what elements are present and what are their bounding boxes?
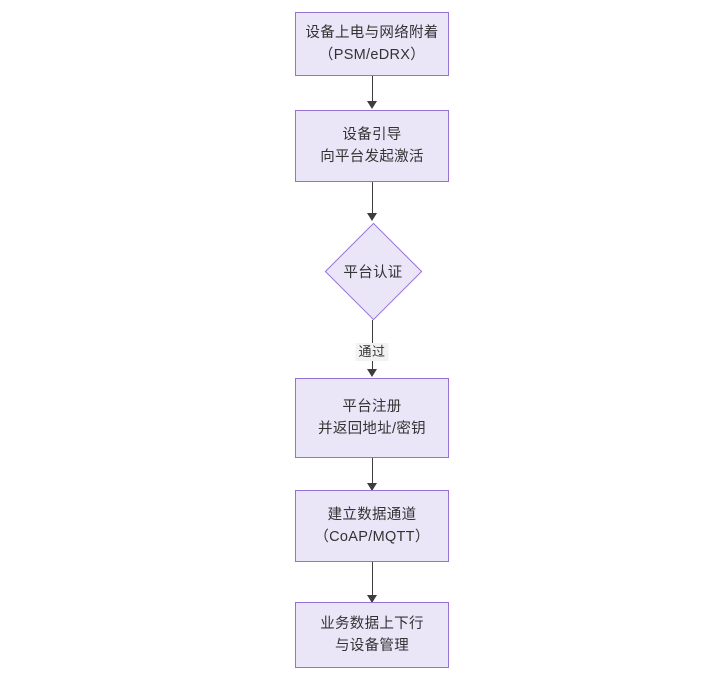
node-power-on-line-1: 设备上电与网络附着 [305, 24, 439, 41]
edge-channel-to-service [371, 562, 373, 602]
node-bootstrap[interactable]: 设备引导 向平台发起激活 [295, 110, 449, 182]
node-data-channel[interactable]: 建立数据通道 （CoAP/MQTT） [295, 490, 449, 562]
edge-register-to-channel [371, 458, 373, 490]
node-data-channel-line-1: 建立数据通道 [327, 506, 417, 523]
node-platform-register-line-2: 并返回地址/密钥 [318, 421, 426, 437]
edge-power-on-to-bootstrap [371, 76, 373, 102]
arrowhead-channel-to-service [367, 595, 377, 603]
node-power-on-line-2: （PSM/eDRX） [318, 47, 426, 63]
node-platform-auth-label: 平台认证 [343, 264, 403, 281]
node-power-on[interactable]: 设备上电与网络附着 （PSM/eDRX） [295, 12, 449, 76]
edge-bootstrap-to-auth [371, 182, 373, 216]
arrowhead-auth-to-register [367, 369, 377, 377]
node-bootstrap-line-2: 向平台发起激活 [320, 149, 424, 165]
node-service-data-line-2: 与设备管理 [335, 638, 409, 654]
node-platform-auth[interactable]: 平台认证 [324, 222, 422, 320]
arrowhead-bootstrap-to-auth [367, 213, 377, 221]
node-service-data[interactable]: 业务数据上下行 与设备管理 [295, 602, 449, 668]
node-platform-register[interactable]: 平台注册 并返回地址/密钥 [295, 378, 449, 458]
node-service-data-line-1: 业务数据上下行 [320, 615, 424, 632]
node-platform-register-line-1: 平台注册 [342, 398, 402, 415]
arrowhead-power-on-to-bootstrap [367, 101, 377, 109]
node-data-channel-line-2: （CoAP/MQTT） [314, 529, 430, 545]
arrowhead-register-to-channel [367, 483, 377, 491]
node-bootstrap-line-1: 设备引导 [342, 126, 402, 143]
edge-label-pass: 通过 [355, 343, 389, 361]
